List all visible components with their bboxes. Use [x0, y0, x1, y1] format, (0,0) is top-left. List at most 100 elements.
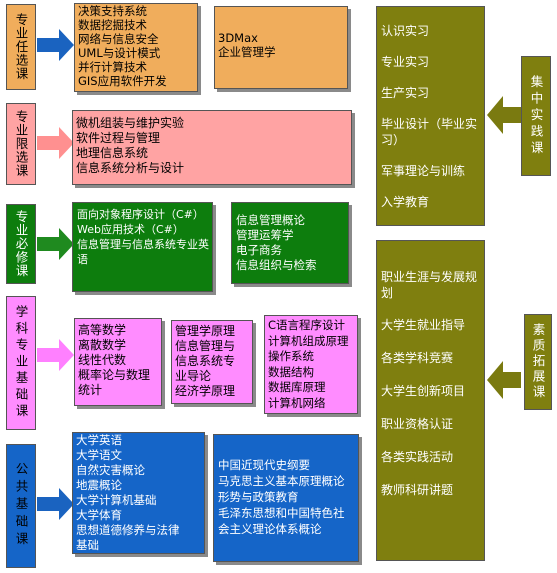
- right-block-arrow-icon: [37, 127, 74, 159]
- course-item: 地理信息系统: [76, 146, 149, 160]
- practice-category-box: 集中实践课: [521, 56, 551, 176]
- limited-category-label: 专业限选课: [13, 110, 29, 178]
- course-item: 离散数学: [78, 338, 127, 352]
- foundation-box-2: 管理学原理 信息管理与 信息系统专 业导论 经济学原理: [171, 320, 253, 404]
- course-item: 业导论: [175, 369, 212, 383]
- course-item: 经济学原理: [175, 384, 236, 398]
- left-block-arrow-icon: [487, 96, 521, 134]
- limited-box-1: 微机组装与维护实验 软件过程与管理 地理信息系统 信息系统分析与设计: [72, 110, 352, 185]
- quality-item: 大学生就业指导: [381, 318, 466, 332]
- course-item: 数据库原理: [268, 380, 326, 394]
- course-item: 高等数学: [78, 323, 127, 337]
- course-item: 信息组织与检索: [236, 258, 317, 272]
- right-block-arrow-icon: [37, 29, 74, 61]
- course-item: 3DMax: [218, 31, 258, 45]
- course-item: 计算机网络: [268, 395, 326, 410]
- course-item: 自然灾害概论: [76, 463, 145, 477]
- right-block-arrow-icon: [37, 339, 74, 371]
- quality-item: 职业生涯与发展规划: [381, 270, 478, 300]
- practice-category-label: 集中实践课: [528, 74, 544, 158]
- public-box-2: 中国近现代史纲要 马克思主义基本原理概论 形势与政策教育 毛泽东思想和中国特色社…: [213, 434, 359, 562]
- course-item: 大学语文: [76, 448, 122, 462]
- course-item: 信息系统专: [175, 354, 236, 368]
- course-item: 并行计算技术: [78, 60, 147, 74]
- course-item: 管理学原理: [175, 324, 236, 338]
- quality-item: 教师科研讲题: [381, 483, 454, 497]
- elective-category-label: 专业任选课: [13, 13, 29, 81]
- course-item: 面向对象程序设计（C#）: [77, 208, 204, 221]
- public-list-2: 中国近现代史纲要 马克思主义基本原理概论 形势与政策教育 毛泽东思想和中国特色社…: [218, 457, 345, 537]
- required-category-box: 专业必修课: [6, 204, 36, 284]
- course-item: 大学英语: [76, 433, 122, 447]
- quality-item: 大学生创新项目: [381, 384, 466, 398]
- practice-item: 军事理论与训练: [381, 164, 466, 178]
- quality-category-box: 素质拓展课: [524, 314, 552, 410]
- course-item: 中国近现代史纲要: [218, 458, 310, 472]
- left-block-arrow-icon: [487, 361, 521, 399]
- foundation-box-1: 高等数学 离散数学 线性代数 概率论与数理 统计: [74, 318, 162, 406]
- course-item: UML与设计模式: [78, 46, 161, 60]
- course-item: 线性代数: [78, 353, 127, 367]
- foundation-list-1: 高等数学 离散数学 线性代数 概率论与数理 统计: [78, 323, 150, 398]
- course-item: 大学计算机基础: [76, 493, 157, 507]
- quality-item: 职业资格认证: [381, 417, 454, 431]
- right-block-arrow-icon: [37, 228, 74, 260]
- required-category-label: 专业必修课: [13, 210, 29, 278]
- course-item: 统计: [78, 383, 103, 397]
- course-item: 信息系统分析与设计: [76, 161, 185, 175]
- course-item: 决策支持系统: [78, 4, 147, 18]
- required-box-1: 面向对象程序设计（C#） Web应用技术（C#） 信息管理与信息系统专业英语: [72, 202, 213, 292]
- required-box-2: 信息管理概论 管理运筹学 电子商务 信息组织与检索: [231, 202, 349, 284]
- course-item: Web应用技术（C#）: [77, 223, 184, 236]
- course-item: 基础: [76, 538, 99, 552]
- course-item: 毛泽东思想和中国特色社: [218, 506, 345, 520]
- course-item: 会主义理论体系概论: [218, 522, 322, 536]
- elective-category-box: 专业任选课: [6, 4, 36, 90]
- course-item: 数据结构: [268, 364, 314, 379]
- course-item: 大学体育: [76, 508, 122, 522]
- foundation-list-2: 管理学原理 信息管理与 信息系统专 业导论 经济学原理: [175, 324, 235, 399]
- course-item: 思想道德修养与法律: [76, 523, 180, 537]
- elective-box-2: 3DMax 企业管理学: [214, 6, 348, 89]
- foundation-list-3: C语言程序设计 计算机组成原理 操作系统 数据结构 数据库原理 计算机网络: [268, 318, 349, 411]
- course-item: 网络与信息安全: [78, 32, 159, 46]
- public-box-1: 大学英语 大学语文 自然灾害概论 地震概论 大学计算机基础 大学体育 思想道德修…: [72, 432, 205, 554]
- quality-item: 各类学科竞赛: [381, 351, 454, 365]
- practice-item: 认识实习: [381, 24, 430, 38]
- practice-list: 认识实习 专业实习 生产实习 毕业设计（毕业实习） 军事理论与训练 入学教育: [381, 23, 483, 210]
- course-item: GIS应用软件开发: [78, 74, 167, 88]
- course-item: 马克思主义基本原理概论: [218, 474, 345, 488]
- practice-item: 入学教育: [381, 195, 430, 209]
- course-item: 计算机组成原理: [268, 333, 349, 348]
- course-item: 概率论与数理: [78, 368, 151, 382]
- practice-item: 生产实习: [381, 86, 430, 100]
- public-category-label: 公共基础课: [13, 462, 29, 550]
- course-item: 数据挖掘技术: [78, 18, 147, 32]
- course-item: C语言程序设计: [268, 318, 346, 332]
- course-item: 软件过程与管理: [76, 131, 161, 145]
- limited-list-1: 微机组装与维护实验 软件过程与管理 地理信息系统 信息系统分析与设计: [76, 116, 184, 176]
- course-item: 信息管理与: [175, 339, 236, 353]
- practice-items-box: 认识实习 专业实习 生产实习 毕业设计（毕业实习） 军事理论与训练 入学教育: [376, 6, 485, 226]
- course-item: 地震概论: [76, 478, 122, 492]
- quality-category-label: 素质拓展课: [530, 323, 546, 401]
- course-item: 信息管理与信息系统专业英语: [77, 238, 209, 266]
- practice-item: 专业实习: [381, 55, 430, 69]
- foundation-box-3: C语言程序设计 计算机组成原理 操作系统 数据结构 数据库原理 计算机网络: [264, 315, 358, 414]
- course-item: 操作系统: [268, 349, 314, 363]
- foundation-category-label: 学科专业基础课: [13, 305, 29, 421]
- elective-box-1: 决策支持系统 数据挖掘技术 网络与信息安全 UML与设计模式 并行计算技术 GI…: [74, 3, 198, 92]
- limited-category-box: 专业限选课: [6, 103, 36, 185]
- course-item: 微机组装与维护实验: [76, 116, 185, 130]
- required-list-1: 面向对象程序设计（C#） Web应用技术（C#） 信息管理与信息系统专业英语: [77, 207, 211, 267]
- required-list-2: 信息管理概论 管理运筹学 电子商务 信息组织与检索: [236, 213, 317, 273]
- foundation-category-box: 学科专业基础课: [6, 296, 36, 430]
- course-item: 企业管理学: [218, 45, 276, 59]
- course-item: 形势与政策教育: [218, 490, 299, 504]
- course-item: 信息管理概论: [236, 213, 305, 227]
- quality-items-box: 职业生涯与发展规划 大学生就业指导 各类学科竞赛 大学生创新项目 职业资格认证 …: [376, 240, 485, 561]
- quality-item: 各类实践活动: [381, 450, 454, 464]
- elective-list-1: 决策支持系统 数据挖掘技术 网络与信息安全 UML与设计模式 并行计算技术 GI…: [78, 4, 167, 88]
- course-item: 电子商务: [236, 243, 282, 257]
- right-block-arrow-icon: [37, 488, 74, 520]
